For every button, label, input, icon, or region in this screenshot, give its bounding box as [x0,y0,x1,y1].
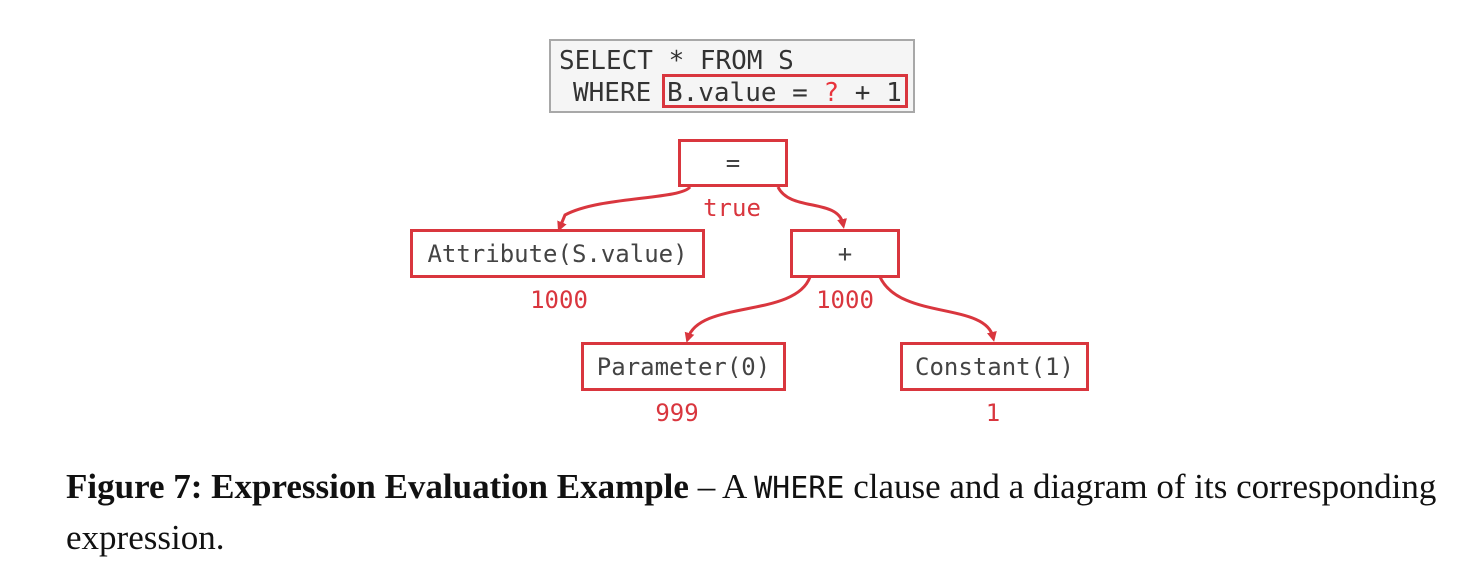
sql-query-box: SELECT * FROM S WHERE B.value = ? + 1 [549,39,915,113]
where-clause-highlight [662,74,908,108]
sql-parameter-placeholder: ? [823,78,840,108]
node-equals-label: = [725,149,741,177]
edge-root-to-plus [776,186,847,229]
figure-caption-text: clause and a diagram of its correspondin… [66,467,1437,557]
node-parameter-value: 999 [655,399,699,427]
node-attribute-value: 1000 [530,286,588,314]
node-plus-value: 1000 [816,286,874,314]
node-equals: = [678,139,788,187]
node-constant-label: Constant(1) [915,352,1074,381]
node-plus: + [790,229,900,278]
sql-where-suffix: + 1 [839,78,902,108]
node-constant-value: 1 [985,399,1001,427]
node-plus-label: + [837,239,853,268]
edge-plus-to-constant [878,276,997,342]
sql-where-line: WHERE B.value = ? + 1 [573,80,902,106]
node-equals-value: true [703,194,761,222]
figure-caption-label: Figure 7: Expression Evaluation Example [66,467,689,506]
edge-plus-to-parameter [684,276,812,343]
edge-root-to-attribute [557,185,692,232]
sql-where-predicate: B.value = ? + 1 [667,78,902,108]
sql-where-keyword: WHERE [573,78,652,108]
figure-caption-code: WHERE [754,471,845,506]
node-parameter-label: Parameter(0) [596,352,771,381]
sql-where-prefix: B.value = [666,78,824,108]
node-attribute: Attribute(S.value) [410,229,705,278]
expression-diagram: SELECT * FROM S WHERE B.value = ? + 1 = … [410,39,1089,427]
figure-caption-dash: – A [688,467,755,506]
figure-caption: Figure 7: Expression Evaluation Example … [66,462,1446,562]
node-constant: Constant(1) [900,342,1089,391]
node-parameter: Parameter(0) [581,342,786,391]
sql-select-line: SELECT * FROM S [559,46,794,76]
tree-edges [557,185,997,343]
node-attribute-label: Attribute(S.value) [427,239,688,268]
